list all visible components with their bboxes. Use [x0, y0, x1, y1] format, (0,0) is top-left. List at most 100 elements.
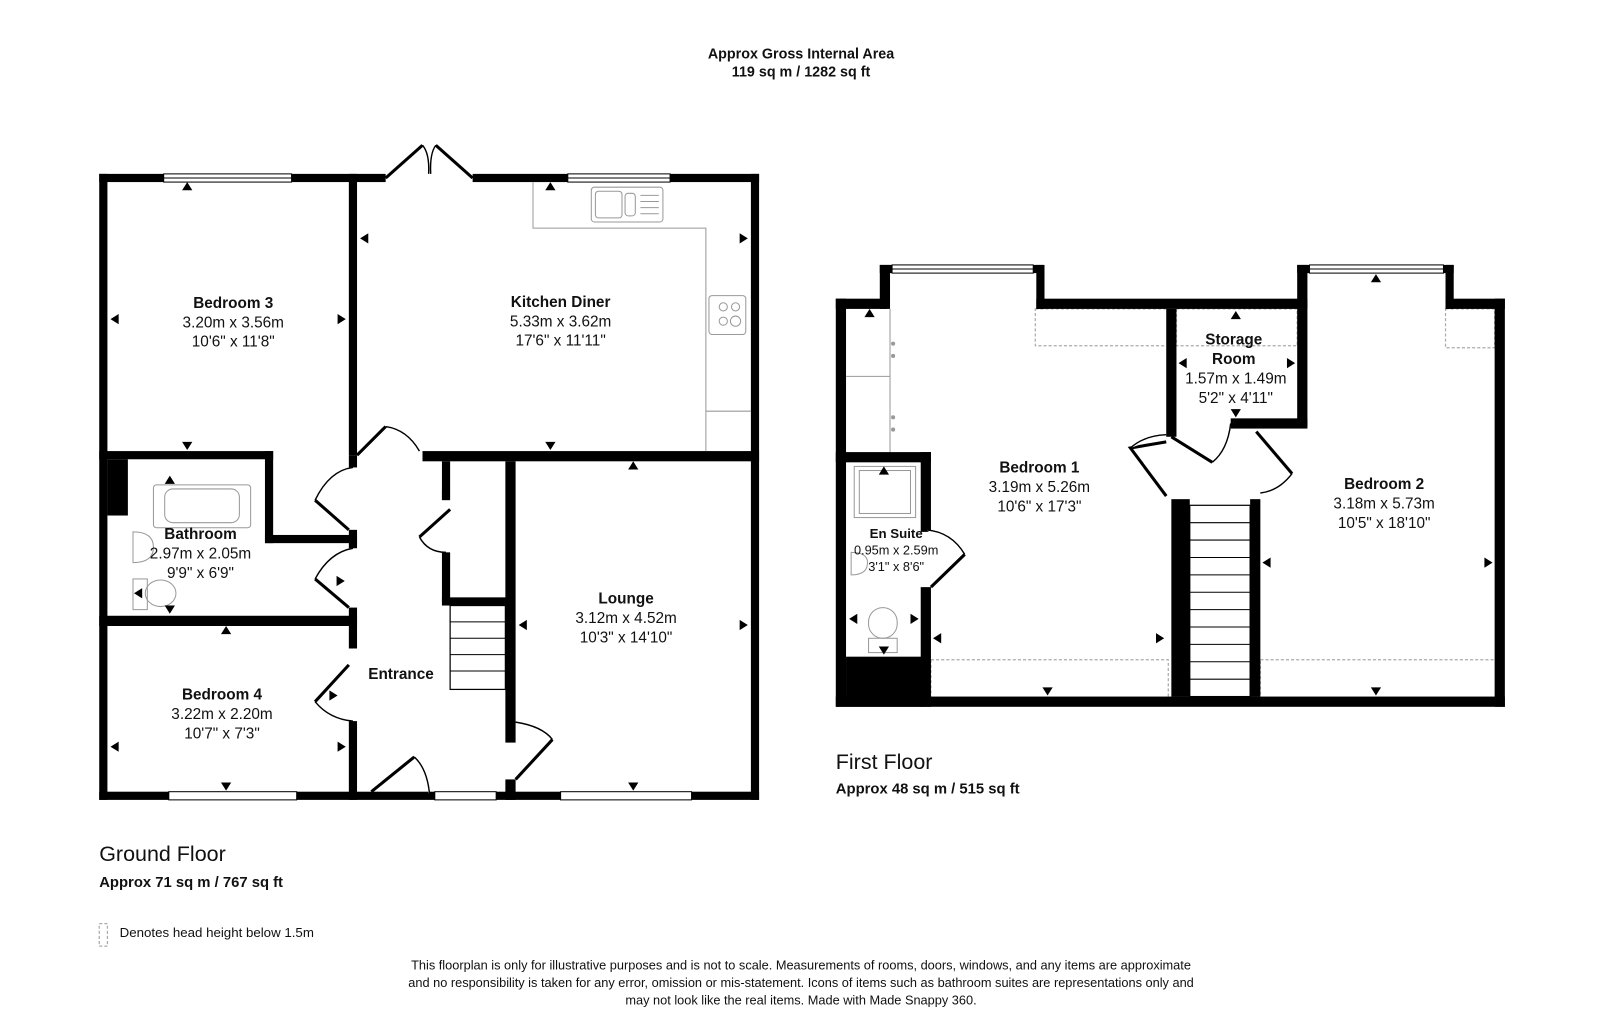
svg-text:This floorplan is only for ill: This floorplan is only for illustrative … — [411, 958, 1191, 973]
wall — [1445, 298, 1505, 309]
wall — [264, 451, 274, 544]
basin-icon — [132, 531, 154, 564]
ground-floor-title: Ground Floor — [99, 842, 226, 866]
wall — [1036, 264, 1045, 309]
svg-text:Lounge: Lounge — [598, 590, 653, 607]
french-doors — [384, 144, 474, 180]
svg-text:9'9" x 6'9": 9'9" x 6'9" — [167, 565, 234, 582]
front-door — [370, 755, 431, 796]
room-kitchen-diner: Kitchen Diner 5.33m x 3.62m 17'6" x 11'1… — [510, 294, 611, 350]
toilet-icon — [868, 607, 898, 639]
room-bedroom-2: Bedroom 2 3.18m x 5.73m 10'5" x 18'10" — [1333, 476, 1434, 532]
wardrobe — [846, 308, 896, 453]
door — [1255, 430, 1294, 494]
wall — [835, 298, 847, 707]
svg-text:10'6" x 17'3": 10'6" x 17'3" — [997, 498, 1081, 515]
wall — [750, 173, 760, 800]
ground-floor-caption: Ground Floor Approx 71 sq m / 767 sq ft — [99, 842, 283, 891]
svg-text:2.97m x 2.05m: 2.97m x 2.05m — [150, 545, 251, 562]
legend-text: Denotes head height below 1.5m — [120, 925, 314, 940]
sink-icon — [590, 186, 664, 223]
svg-text:Storage: Storage — [1205, 332, 1262, 349]
svg-text:Kitchen Diner: Kitchen Diner — [511, 294, 611, 311]
window — [168, 791, 298, 801]
window — [434, 791, 497, 801]
wall — [348, 607, 358, 649]
disclaimer: This floorplan is only for illustrative … — [408, 958, 1194, 1008]
ground-floor-area: Approx 71 sq m / 767 sq ft — [99, 875, 283, 891]
svg-text:Bedroom 4: Bedroom 4 — [182, 687, 263, 704]
measure-arrows — [849, 274, 1493, 696]
wall — [348, 173, 358, 456]
door — [314, 547, 354, 609]
wall — [1230, 418, 1308, 429]
staircase — [449, 604, 506, 691]
wall — [348, 455, 358, 468]
svg-text:3.18m x 5.73m: 3.18m x 5.73m — [1333, 495, 1434, 512]
svg-text:10'7" x 7'3": 10'7" x 7'3" — [184, 726, 260, 743]
room-storage-room: Storage Room 1.57m x 1.49m 5'2" x 4'11" — [1185, 332, 1286, 407]
wall — [1166, 308, 1177, 437]
room-bedroom-3: Bedroom 3 3.20m x 3.56m 10'6" x 11'8" — [183, 295, 284, 351]
wall — [879, 264, 891, 309]
staircase — [1189, 504, 1251, 698]
wall — [1445, 264, 1454, 309]
bathroom-fittings — [132, 484, 252, 611]
first-floor-caption: First Floor Approx 48 sq m / 515 sq ft — [836, 750, 1020, 798]
wall — [1171, 499, 1190, 697]
wall — [99, 173, 108, 800]
wall — [1297, 264, 1308, 309]
ensuite-fittings — [850, 465, 917, 654]
wall — [920, 587, 931, 707]
door — [418, 508, 452, 554]
room-bedroom-4: Bedroom 4 3.22m x 2.20m 10'7" x 7'3" — [171, 687, 272, 743]
dashed-rectangle-icon — [98, 923, 109, 947]
wall — [835, 452, 931, 463]
svg-text:10'6" x 11'8": 10'6" x 11'8" — [192, 334, 275, 351]
door — [314, 466, 354, 531]
wall — [1494, 298, 1505, 707]
kitchen-worktop — [532, 182, 751, 452]
first-floor-area: Approx 48 sq m / 515 sq ft — [836, 782, 1020, 798]
svg-text:3.22m x 2.20m: 3.22m x 2.20m — [171, 706, 272, 723]
door — [925, 529, 966, 589]
header: Approx Gross Internal Area 119 sq m / 12… — [708, 46, 895, 80]
svg-text:Bedroom 2: Bedroom 2 — [1344, 476, 1424, 493]
wall — [441, 461, 451, 501]
svg-text:3.20m x 3.56m: 3.20m x 3.56m — [183, 314, 284, 331]
wall — [107, 459, 128, 516]
wall — [348, 721, 358, 800]
wall — [99, 451, 274, 460]
room-bedroom-1: Bedroom 1 3.19m x 5.26m 10'6" x 17'3" — [989, 460, 1090, 516]
svg-text:5'2" x 4'11": 5'2" x 4'11" — [1199, 390, 1273, 407]
svg-text:3.19m x 5.26m: 3.19m x 5.26m — [989, 479, 1090, 496]
bath-icon — [152, 484, 252, 529]
room-en-suite: En Suite 0.95m x 2.59m 3'1" x 8'6" — [854, 526, 938, 574]
wall — [835, 298, 887, 309]
svg-text:Bathroom: Bathroom — [164, 526, 236, 543]
low-headroom-zone — [1444, 308, 1496, 349]
first-floor-plan: Bedroom 1 3.19m x 5.26m 10'6" x 17'3" En… — [835, 264, 1505, 707]
hob-icon — [708, 295, 747, 335]
svg-text:Room: Room — [1212, 351, 1255, 368]
low-headroom-zone — [1034, 308, 1169, 347]
svg-text:and no responsibility is taken: and no responsibility is taken for any e… — [408, 975, 1194, 990]
svg-text:3.12m x 4.52m: 3.12m x 4.52m — [575, 610, 676, 627]
door — [1127, 434, 1168, 498]
svg-text:17'6" x 11'11": 17'6" x 11'11" — [515, 333, 605, 350]
measure-arrows — [110, 182, 748, 791]
svg-text:1.57m x 1.49m: 1.57m x 1.49m — [1185, 371, 1286, 388]
wall — [422, 451, 760, 462]
wall — [1036, 298, 1308, 309]
header-title: Approx Gross Internal Area — [708, 46, 895, 62]
wall — [441, 552, 451, 604]
wall — [920, 452, 931, 532]
door — [1170, 423, 1232, 464]
shower-tray-icon — [853, 465, 917, 519]
wall — [835, 696, 1505, 707]
wall — [99, 615, 358, 626]
wall — [505, 461, 516, 743]
wall — [348, 529, 358, 549]
svg-text:Bedroom 3: Bedroom 3 — [193, 295, 273, 312]
svg-text:may not look like the real ite: may not look like the real items. Made w… — [625, 992, 976, 1007]
